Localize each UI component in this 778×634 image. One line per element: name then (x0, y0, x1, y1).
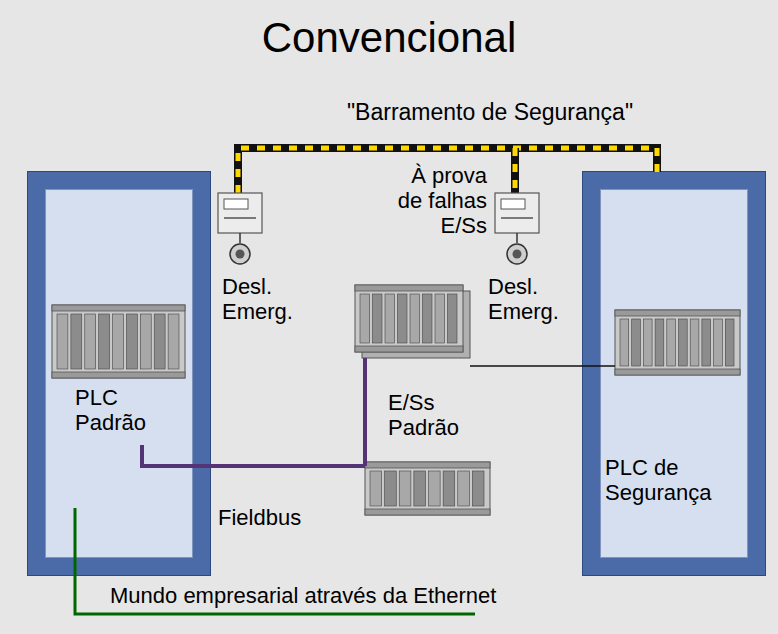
bus-label: "Barramento de Segurança" (250, 100, 730, 125)
rack-slot (702, 319, 711, 366)
emergency-stop-button (230, 244, 250, 264)
fieldbus-label: Fieldbus (218, 505, 301, 530)
io-rack (355, 285, 463, 352)
safety-bus (511, 148, 519, 193)
rack-slot (385, 294, 395, 343)
rack-slot (632, 319, 641, 366)
safety-plc-rack (615, 310, 740, 375)
rack-slot (679, 319, 688, 366)
safety-bus-stripes (513, 148, 518, 193)
device-display (224, 199, 248, 209)
ethernet-label: Mundo empresarial através da Ethernet (110, 583, 496, 608)
rack-slot (620, 319, 629, 366)
node-label: PLC de Segurança (605, 455, 740, 505)
rack-slot (168, 314, 179, 369)
rack-bottom (355, 346, 463, 352)
emergency-stop-button (507, 244, 527, 264)
rack-top (365, 462, 490, 468)
rack-slot (399, 471, 411, 506)
rack-slot (360, 294, 370, 343)
rack-bottom (52, 372, 185, 378)
rack-body (355, 285, 463, 352)
rack-body (615, 310, 740, 375)
ethernet-wire (75, 508, 475, 614)
rack-body (365, 462, 490, 515)
rack-slot (443, 471, 455, 506)
fieldbus-connector (210, 464, 365, 468)
rack-slot (414, 471, 426, 506)
device-body (218, 193, 262, 233)
standard-plc-rack (52, 305, 185, 378)
rack-slot (423, 294, 433, 343)
emergency-stop-label: Desl. Emerg. (222, 274, 302, 324)
rack-slot (385, 471, 397, 506)
safety-wire (470, 365, 615, 367)
rack-bottom (365, 509, 490, 515)
rack-body (52, 305, 185, 378)
device-line (224, 217, 256, 219)
rack-slot (57, 314, 68, 369)
failsafe-io-device (218, 193, 262, 264)
safety-bus (238, 148, 657, 193)
rack-bottom (615, 369, 740, 375)
rack-slot (643, 319, 652, 366)
device-body (495, 193, 539, 233)
rack-slot (370, 471, 382, 506)
rack-slot (140, 314, 151, 369)
safety-bus-stripes (238, 148, 657, 193)
rack-top (52, 305, 185, 311)
rack-top (615, 310, 740, 316)
rack-slot (725, 319, 734, 366)
failsafe-io-label: À prova de falhas E/Ss (385, 163, 487, 238)
device-cable (516, 233, 518, 243)
rack-slot (472, 471, 484, 506)
rack-slot (429, 471, 441, 506)
rack-slot (99, 314, 110, 369)
failsafe-io-device (495, 193, 539, 264)
device-line (501, 217, 533, 219)
fieldbus-wire (142, 445, 210, 466)
rack-slot (71, 314, 82, 369)
rack-slot (398, 294, 408, 343)
rack-slot (667, 319, 676, 366)
node-label: PLC Padrão (75, 385, 170, 435)
emergency-stop-label: Desl. Emerg. (488, 274, 568, 324)
device-display (501, 199, 525, 209)
rack-slot (458, 471, 470, 506)
rack-slot (85, 314, 96, 369)
emergency-stop-cap (236, 250, 245, 259)
rack-slot (113, 314, 124, 369)
rack-slot (373, 294, 383, 343)
device-cable (239, 233, 241, 243)
rack-slot (448, 294, 458, 343)
node-label: E/Ss Padrão (388, 390, 490, 440)
rack-slot (410, 294, 420, 343)
rack-slot (154, 314, 165, 369)
rack-slot (655, 319, 664, 366)
rack-slot (714, 319, 723, 366)
emergency-stop-cap (513, 250, 522, 259)
rack-slot (690, 319, 699, 366)
rack-slot (126, 314, 137, 369)
title: Convencional (0, 14, 778, 62)
fieldbus-wire (363, 358, 367, 466)
rack-top (355, 285, 463, 291)
rack-slot (435, 294, 445, 343)
standard-io-rack (365, 462, 490, 515)
